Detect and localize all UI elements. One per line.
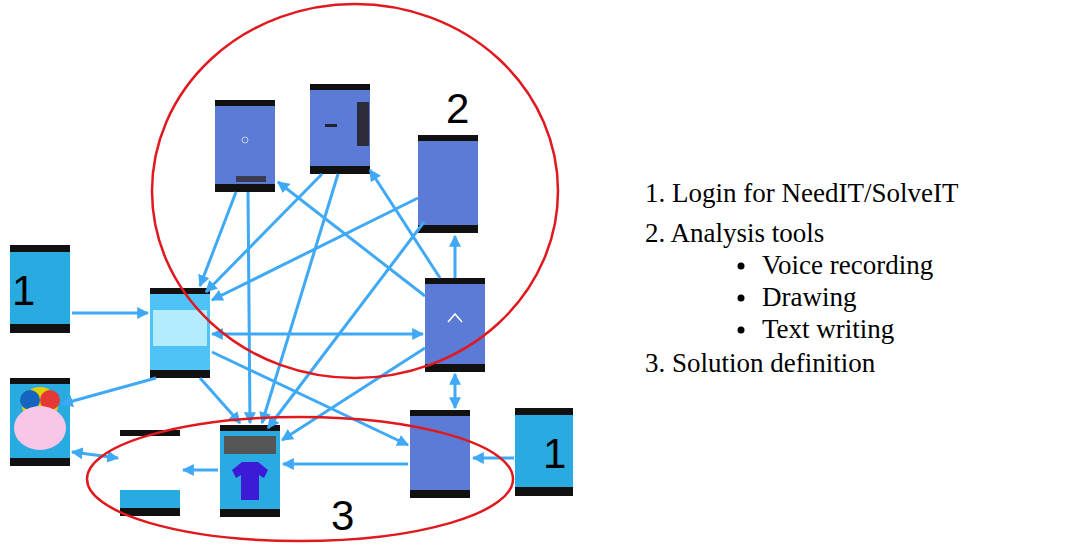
login-phone: 1 — [10, 245, 70, 333]
legend-list-item: Voice recording — [762, 252, 933, 279]
group-number: 2 — [446, 88, 469, 130]
list-bullets — [738, 263, 745, 334]
legend-list-item: Text writing — [762, 316, 894, 343]
legend-list-item: Drawing — [762, 284, 856, 311]
legend-list-item: 3. Solution definition — [645, 350, 875, 377]
group-ellipse: 2 — [150, 2, 560, 380]
screen-number: 1 — [543, 433, 566, 475]
phone-screens — [10, 84, 485, 517]
screen-number: 1 — [12, 270, 35, 312]
legend-list-item: 2. Analysis tools — [645, 220, 824, 247]
login-phone: 1 — [515, 408, 573, 496]
flow-arrows — [62, 170, 514, 470]
ellipse-outline — [150, 2, 560, 380]
legend-list-item: 1. Login for NeedIT/SolveIT — [645, 180, 958, 207]
group-ellipse: 3 — [85, 415, 515, 543]
group-number: 3 — [331, 495, 354, 537]
ellipse-outline — [85, 415, 515, 543]
